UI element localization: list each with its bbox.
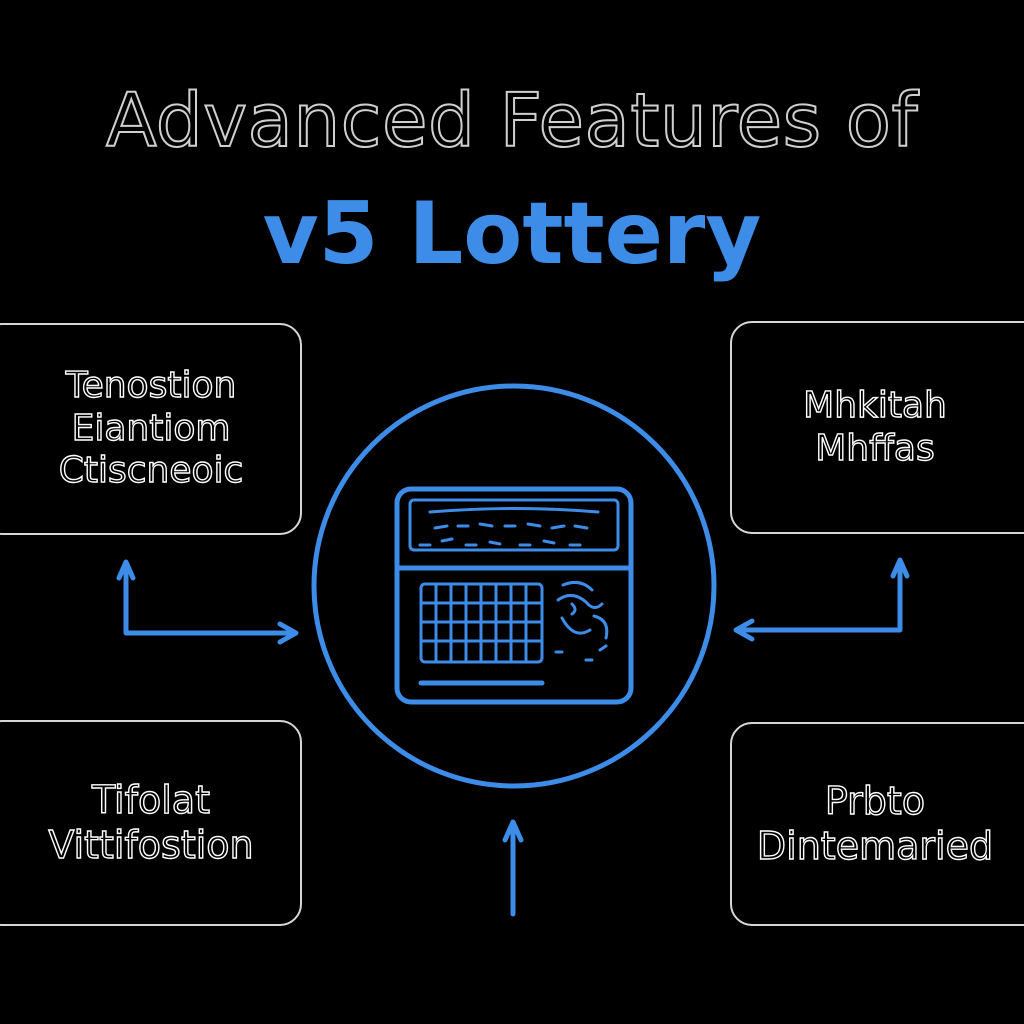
card-text: Tifolat — [91, 777, 210, 823]
card-text: Ctiscneoic — [58, 450, 244, 492]
card-text: Tenostion — [65, 365, 237, 407]
arrow-left-connector — [116, 559, 299, 645]
feature-card-top-right: Mhkitah Mhffas — [730, 321, 1024, 534]
feature-card-bottom-right: Prbto Dintemaried — [730, 722, 1024, 926]
feature-card-bottom-left: Tifolat Vittifostion — [0, 720, 302, 926]
card-text: Prbto — [824, 778, 926, 824]
card-text: Dintemaried — [756, 823, 994, 868]
card-text: Mhffas — [815, 427, 936, 469]
title-line-2: v5 Lottery — [262, 184, 762, 284]
arrow-right-connector — [733, 557, 910, 642]
card-text: Eiantiom — [71, 407, 231, 449]
card-text: Vittifostion — [48, 822, 255, 867]
arrow-bottom-connector — [502, 819, 524, 917]
lottery-machine-icon — [394, 486, 634, 705]
title-line-1: Advanced Features of — [105, 77, 919, 165]
feature-card-top-left: Tenostion Eiantiom Ctiscneoic — [0, 323, 302, 535]
center-circle — [311, 383, 717, 789]
card-text: Mhkitah — [802, 384, 947, 427]
